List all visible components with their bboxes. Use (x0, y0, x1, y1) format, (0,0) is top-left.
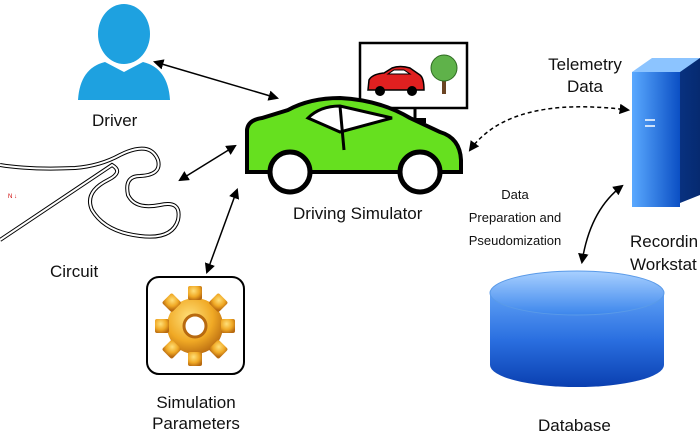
driver-person-icon (78, 4, 170, 100)
simulation-parameters-gear-icon (146, 276, 245, 375)
telemetry-line2: Data (567, 77, 603, 96)
simulator-monitor-icon (358, 41, 469, 123)
driver-label: Driver (92, 111, 138, 130)
arrow-circuit-simulator (178, 144, 237, 182)
arrow-telemetry-dashed (468, 103, 631, 152)
circuit-label: Circuit (50, 262, 99, 281)
circuit-track-icon (0, 146, 181, 242)
simulation-parameters-label: Simulation Parameters (142, 392, 250, 434)
driving-simulator-car-icon (245, 95, 463, 195)
data-prep-line1: Data (501, 187, 529, 202)
monitor-car-icon (367, 65, 425, 96)
data-prep-line3: Pseudomization (468, 233, 562, 248)
simulation-parameters-line2: Parameters (152, 414, 240, 433)
arrow-workstation-database (578, 184, 624, 265)
database-label: Database (538, 416, 611, 435)
recording-line2: Workstat (630, 255, 697, 274)
arrow-parameters-simulator (204, 188, 240, 274)
database-cylinder-icon (489, 270, 665, 387)
arrow-driver-simulator (152, 59, 280, 101)
recording-workstation-server-icon (632, 58, 700, 207)
simulation-parameters-line1: Simulation (156, 393, 236, 412)
recording-workstation-label: Recordin Workstat (630, 230, 698, 276)
data-preparation-label: Data Preparation and Pseudomization (452, 183, 578, 252)
driving-simulator-label: Driving Simulator (293, 204, 423, 223)
monitor-tree-icon (430, 54, 458, 94)
data-prep-line2: Preparation and (468, 210, 562, 225)
telemetry-data-label: Telemetry Data (535, 54, 635, 98)
circuit-marker-text: N ↓ (8, 194, 17, 200)
telemetry-line1: Telemetry (548, 55, 622, 74)
recording-line1: Recordin (630, 232, 699, 251)
